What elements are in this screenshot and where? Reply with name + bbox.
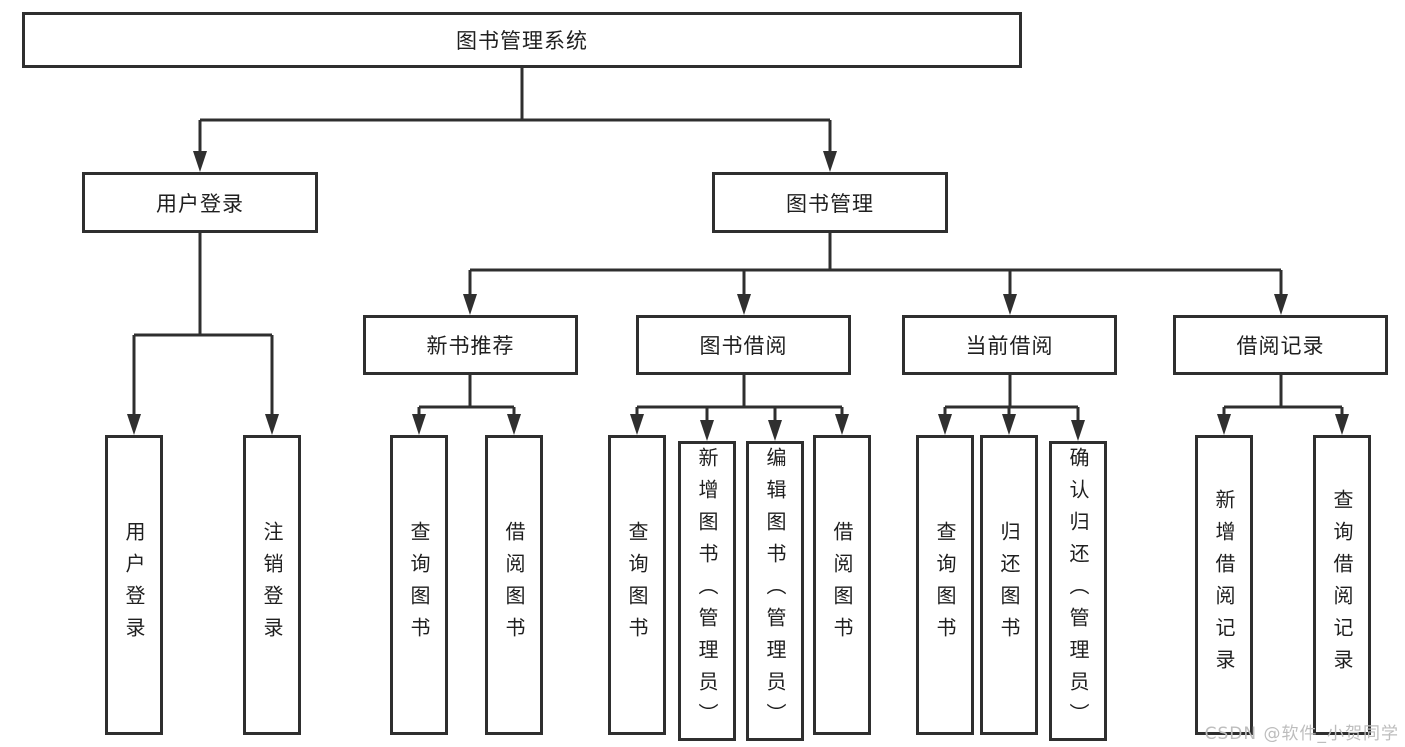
leaf-query-books-borrowing: 查询图书 (608, 435, 666, 735)
node-new-book-recommend: 新书推荐 (363, 315, 578, 375)
leaf-query-borrow-record: 查询借阅记录 (1313, 435, 1371, 735)
leaf-edit-books-admin: 编辑图书（管理员） (746, 441, 804, 741)
node-library-system: 图书管理系统 (22, 12, 1022, 68)
node-book-borrowing: 图书借阅 (636, 315, 851, 375)
leaf-user-login: 用户登录 (105, 435, 163, 735)
leaf-query-books-current: 查询图书 (916, 435, 974, 735)
node-book-management: 图书管理 (712, 172, 948, 233)
leaf-query-books-recommend: 查询图书 (390, 435, 448, 735)
leaf-borrow-books: 借阅图书 (813, 435, 871, 735)
csdn-watermark: CSDN @软件_小贺同学 (1204, 724, 1399, 744)
leaf-add-books-admin: 新增图书（管理员） (678, 441, 736, 741)
node-user-login: 用户登录 (82, 172, 318, 233)
leaf-confirm-return-admin: 确认归还（管理员） (1049, 441, 1107, 741)
leaf-add-borrow-record: 新增借阅记录 (1195, 435, 1253, 735)
leaf-return-books: 归还图书 (980, 435, 1038, 735)
leaf-borrow-books-recommend: 借阅图书 (485, 435, 543, 735)
node-borrowing-records: 借阅记录 (1173, 315, 1388, 375)
leaf-logout: 注销登录 (243, 435, 301, 735)
node-current-borrowing: 当前借阅 (902, 315, 1117, 375)
